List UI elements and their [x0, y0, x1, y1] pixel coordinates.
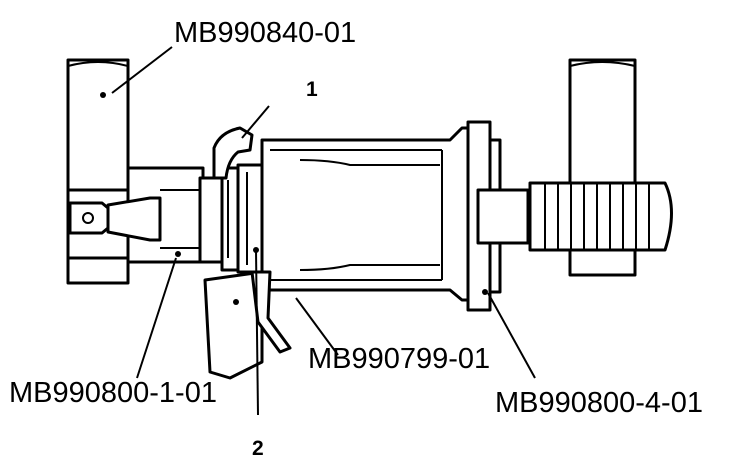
hook-part-1 [212, 126, 254, 180]
right-support-bar [568, 58, 637, 277]
label-mb990799-01: MB990799-01 [308, 343, 490, 375]
label-item-2: 2 [252, 437, 264, 460]
lower-lever-plate [203, 270, 292, 380]
threaded-rod [528, 181, 673, 252]
sleeve-tool [260, 126, 472, 302]
label-mb990800-4-01: MB990800-4-01 [495, 387, 703, 419]
label-item-1: 1 [306, 78, 318, 101]
label-mb990840-01: MB990840-01 [174, 17, 356, 49]
screw-block [476, 188, 530, 245]
label-mb990800-1-01: MB990800-1-01 [9, 377, 217, 409]
left-shaft-holder [66, 166, 205, 264]
leader-lines [111, 46, 536, 416]
